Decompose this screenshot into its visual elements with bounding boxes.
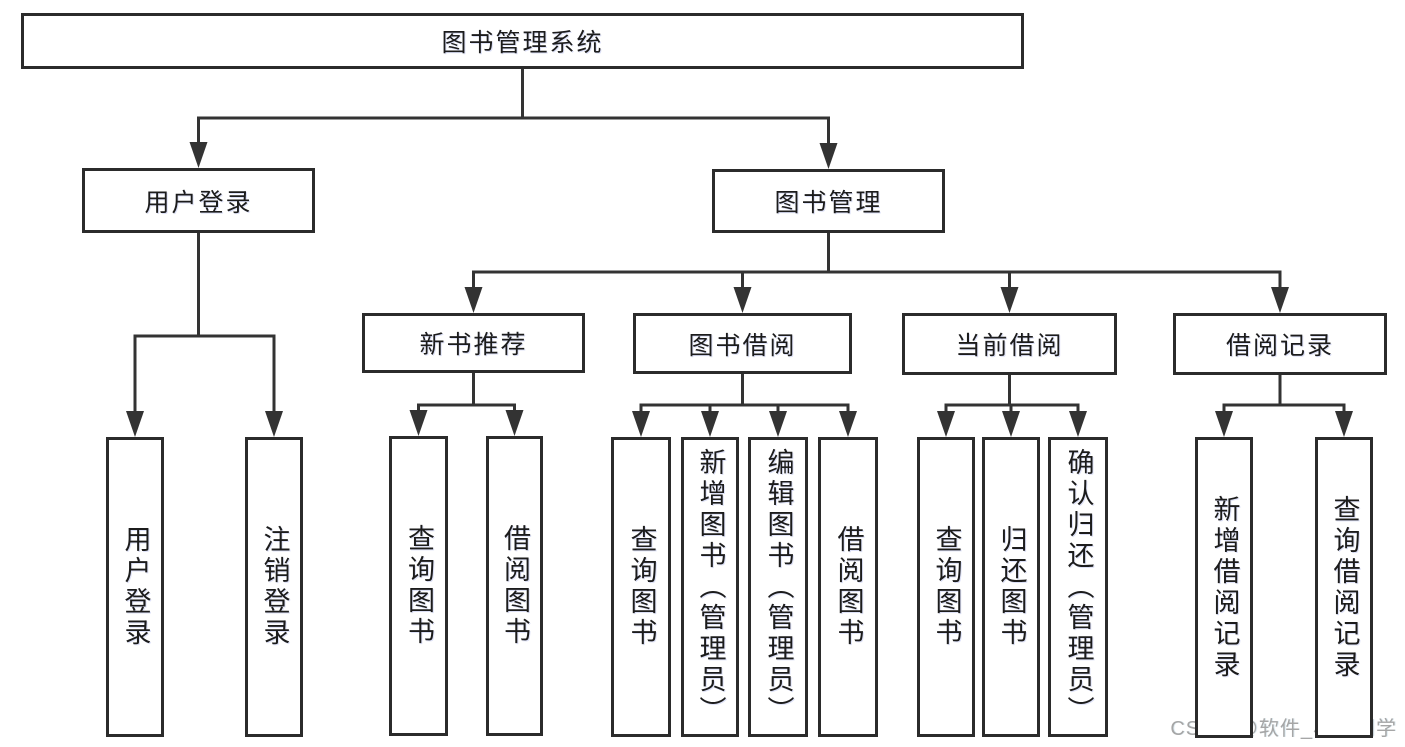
node-br-add: 新增借阅记录 bbox=[1195, 437, 1253, 738]
arrowhead-cb-query bbox=[937, 411, 955, 437]
node-cb-query: 查询图书 bbox=[917, 437, 975, 737]
node-logout: 注销登录 bbox=[245, 437, 303, 737]
node-label-nb-query: 查询图书 bbox=[404, 524, 434, 648]
arrowhead-login bbox=[126, 411, 144, 437]
node-label-new-books: 新书推荐 bbox=[419, 331, 528, 359]
node-label-cb-return: 归还图书 bbox=[996, 525, 1027, 649]
node-label-book-borrow: 图书借阅 bbox=[688, 331, 797, 360]
arrowhead-bb-borrow bbox=[839, 411, 857, 437]
node-nb-query: 查询图书 bbox=[389, 436, 448, 736]
arrowhead-nb-query bbox=[409, 410, 428, 436]
connector-current-borrow bbox=[944, 373, 1080, 419]
arrowhead-new-books bbox=[464, 287, 483, 313]
arrowhead-nb-borrow bbox=[505, 410, 524, 436]
node-label-bb-add: 新增图书（管理员） bbox=[695, 447, 726, 727]
node-br-query: 查询借阅记录 bbox=[1315, 437, 1373, 738]
node-label-nb-borrow: 借阅图书 bbox=[500, 524, 530, 648]
arrowhead-user-login bbox=[189, 142, 208, 168]
node-label-bb-borrow: 借阅图书 bbox=[833, 525, 864, 649]
node-label-br-add: 新增借阅记录 bbox=[1209, 494, 1240, 681]
arrowhead-logout bbox=[265, 411, 283, 437]
node-root: 图书管理系统 bbox=[21, 13, 1024, 69]
arrowhead-bb-add bbox=[701, 411, 719, 437]
node-label-current-borrow: 当前借阅 bbox=[955, 332, 1064, 360]
node-current-borrow: 当前借阅 bbox=[902, 313, 1117, 375]
arrowhead-book-borrow bbox=[733, 287, 752, 313]
node-label-user-login: 用户登录 bbox=[144, 188, 253, 217]
arrowhead-cb-confirm bbox=[1069, 411, 1087, 437]
node-user-login: 用户登录 bbox=[82, 168, 315, 233]
node-label-root: 图书管理系统 bbox=[441, 29, 604, 57]
connector-user-login bbox=[133, 231, 276, 419]
connector-book-borrow bbox=[639, 372, 850, 419]
node-label-logout: 注销登录 bbox=[259, 525, 290, 649]
connector-borrow-records bbox=[1222, 373, 1346, 419]
node-bb-query: 查询图书 bbox=[611, 437, 671, 737]
arrowhead-bb-edit bbox=[769, 411, 787, 437]
arrowhead-br-add bbox=[1215, 411, 1233, 437]
node-label-br-query: 查询借阅记录 bbox=[1329, 494, 1360, 681]
node-book-mgmt: 图书管理 bbox=[712, 169, 945, 233]
arrowhead-current-borrow bbox=[1000, 287, 1019, 313]
node-label-book-mgmt: 图书管理 bbox=[774, 189, 883, 217]
node-login: 用户登录 bbox=[106, 437, 164, 737]
node-label-bb-query: 查询图书 bbox=[626, 525, 657, 649]
node-bb-borrow: 借阅图书 bbox=[818, 437, 878, 737]
connector-book-mgmt bbox=[472, 231, 1282, 295]
node-label-cb-query: 查询图书 bbox=[931, 525, 962, 649]
arrowhead-borrow-records bbox=[1271, 287, 1289, 313]
node-label-login: 用户登录 bbox=[120, 525, 151, 649]
node-label-bb-edit: 编辑图书（管理员） bbox=[763, 447, 794, 727]
node-bb-add: 新增图书（管理员） bbox=[681, 437, 739, 737]
node-borrow-records: 借阅记录 bbox=[1173, 313, 1387, 375]
node-bb-edit: 编辑图书（管理员） bbox=[748, 437, 808, 737]
node-book-borrow: 图书借阅 bbox=[633, 313, 852, 374]
arrowhead-bb-query bbox=[632, 411, 650, 437]
node-nb-borrow: 借阅图书 bbox=[486, 436, 543, 736]
connector-root bbox=[197, 67, 830, 151]
node-label-cb-confirm: 确认归还（管理员） bbox=[1063, 447, 1094, 727]
arrowhead-cb-return bbox=[1002, 411, 1020, 437]
connector-new-books bbox=[417, 371, 516, 418]
node-label-borrow-records: 借阅记录 bbox=[1225, 332, 1334, 360]
arrowhead-br-query bbox=[1335, 411, 1353, 437]
node-cb-return: 归还图书 bbox=[982, 437, 1040, 737]
node-new-books: 新书推荐 bbox=[362, 313, 585, 373]
node-cb-confirm: 确认归还（管理员） bbox=[1048, 437, 1108, 737]
arrowhead-book-mgmt bbox=[819, 143, 838, 169]
